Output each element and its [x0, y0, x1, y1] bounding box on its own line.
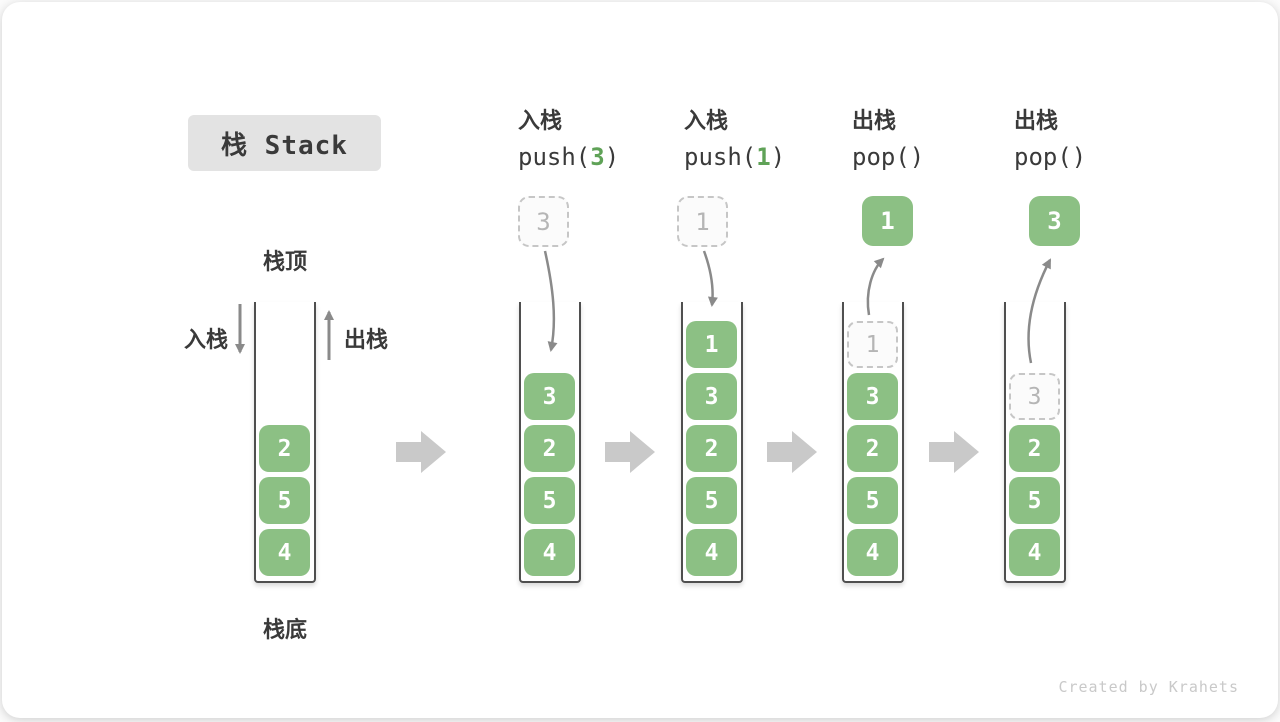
pop-side-label: 出栈 — [344, 322, 414, 354]
stack-cell: 5 — [686, 477, 737, 524]
popped-value-box: 3 — [1029, 196, 1080, 246]
op-code: push(3) — [518, 142, 688, 172]
stack-cell-ghost: 3 — [1009, 373, 1060, 420]
stack-cell: 3 — [847, 373, 898, 420]
op-code: pop() — [1014, 142, 1184, 172]
stack-cell: 3 — [524, 373, 575, 420]
stack-cell: 2 — [686, 425, 737, 472]
stack-cell: 2 — [259, 425, 310, 472]
stack-cell: 5 — [524, 477, 575, 524]
op-name: 入栈 — [518, 108, 688, 136]
push-value-box: 1 — [677, 196, 728, 247]
stack-cell: 5 — [847, 477, 898, 524]
stack-cell: 4 — [686, 529, 737, 576]
code-pre: push( — [518, 143, 590, 171]
code-pre: pop( — [852, 143, 910, 171]
code-arg: 1 — [756, 143, 770, 171]
stack-cell: 2 — [1009, 425, 1060, 472]
stack-cell: 4 — [259, 529, 310, 576]
stack-cell: 5 — [259, 477, 310, 524]
stack-cell: 2 — [847, 425, 898, 472]
stack-cell: 2 — [524, 425, 575, 472]
code-post: ) — [771, 143, 785, 171]
push-value-box: 3 — [518, 196, 569, 247]
op-code: pop() — [852, 142, 1022, 172]
op-label-pop-1: 出栈 pop() — [852, 108, 1022, 172]
push-side-label: 入栈 — [158, 322, 228, 354]
op-code: push(1) — [684, 142, 854, 172]
stack-bottom-label: 栈底 — [235, 612, 335, 644]
code-pre: push( — [684, 143, 756, 171]
step-arrow-icon — [396, 431, 446, 473]
code-pre: pop( — [1014, 143, 1072, 171]
code-post: ) — [1072, 143, 1086, 171]
op-name: 入栈 — [684, 108, 854, 136]
stack-cell: 4 — [524, 529, 575, 576]
code-post: ) — [910, 143, 924, 171]
op-label-pop-2: 出栈 pop() — [1014, 108, 1184, 172]
stack-cell: 4 — [847, 529, 898, 576]
op-label-push-3: 入栈 push(3) — [518, 108, 688, 172]
op-name: 出栈 — [852, 108, 1022, 136]
stack-cell: 1 — [686, 321, 737, 368]
code-post: ) — [605, 143, 619, 171]
op-name: 出栈 — [1014, 108, 1184, 136]
push-1-flow-arrow-icon — [704, 251, 713, 305]
diagram-title: 栈 Stack — [188, 115, 381, 171]
stack-top-label: 栈顶 — [235, 244, 335, 276]
stack-cell: 3 — [686, 373, 737, 420]
stack-cell: 5 — [1009, 477, 1060, 524]
watermark: Created by Krahets — [1058, 678, 1239, 696]
stack-cell-ghost: 1 — [847, 321, 898, 368]
popped-value-box: 1 — [862, 196, 913, 246]
step-arrow-icon — [767, 431, 817, 473]
code-arg: 3 — [590, 143, 604, 171]
stack-cell: 4 — [1009, 529, 1060, 576]
step-arrow-icon — [605, 431, 655, 473]
op-label-push-1: 入栈 push(1) — [684, 108, 854, 172]
step-arrow-icon — [929, 431, 979, 473]
